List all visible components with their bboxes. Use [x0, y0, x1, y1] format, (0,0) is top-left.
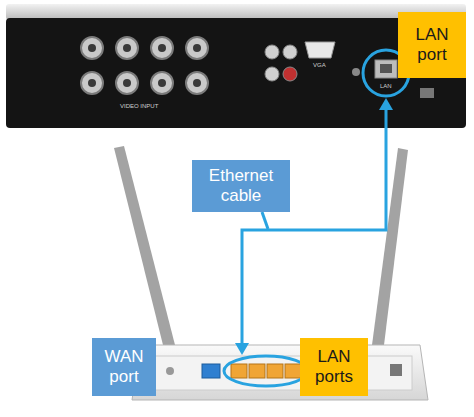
callout-text: WAN port	[96, 347, 152, 388]
arrow-head	[379, 98, 393, 110]
callout-text: LAN port	[402, 25, 462, 66]
panel-label: VGA	[313, 62, 326, 68]
router	[132, 345, 428, 400]
callout-box: Ethernet cable	[192, 160, 290, 212]
callout-box: LAN ports	[300, 338, 368, 396]
callout-box: WAN port	[92, 338, 156, 396]
highlight-ellipse	[224, 356, 308, 386]
callout-box: LAN port	[398, 12, 466, 78]
panel-label: LAN	[380, 83, 392, 89]
arrow-head	[235, 343, 249, 355]
panel-label: VIDEO INPUT	[120, 103, 158, 109]
cable-arrow	[242, 106, 386, 348]
router-antennas	[114, 146, 408, 345]
callout-text: Ethernet cable	[196, 166, 286, 207]
dvr-recorder	[6, 4, 466, 128]
callout-text: LAN ports	[304, 347, 364, 388]
